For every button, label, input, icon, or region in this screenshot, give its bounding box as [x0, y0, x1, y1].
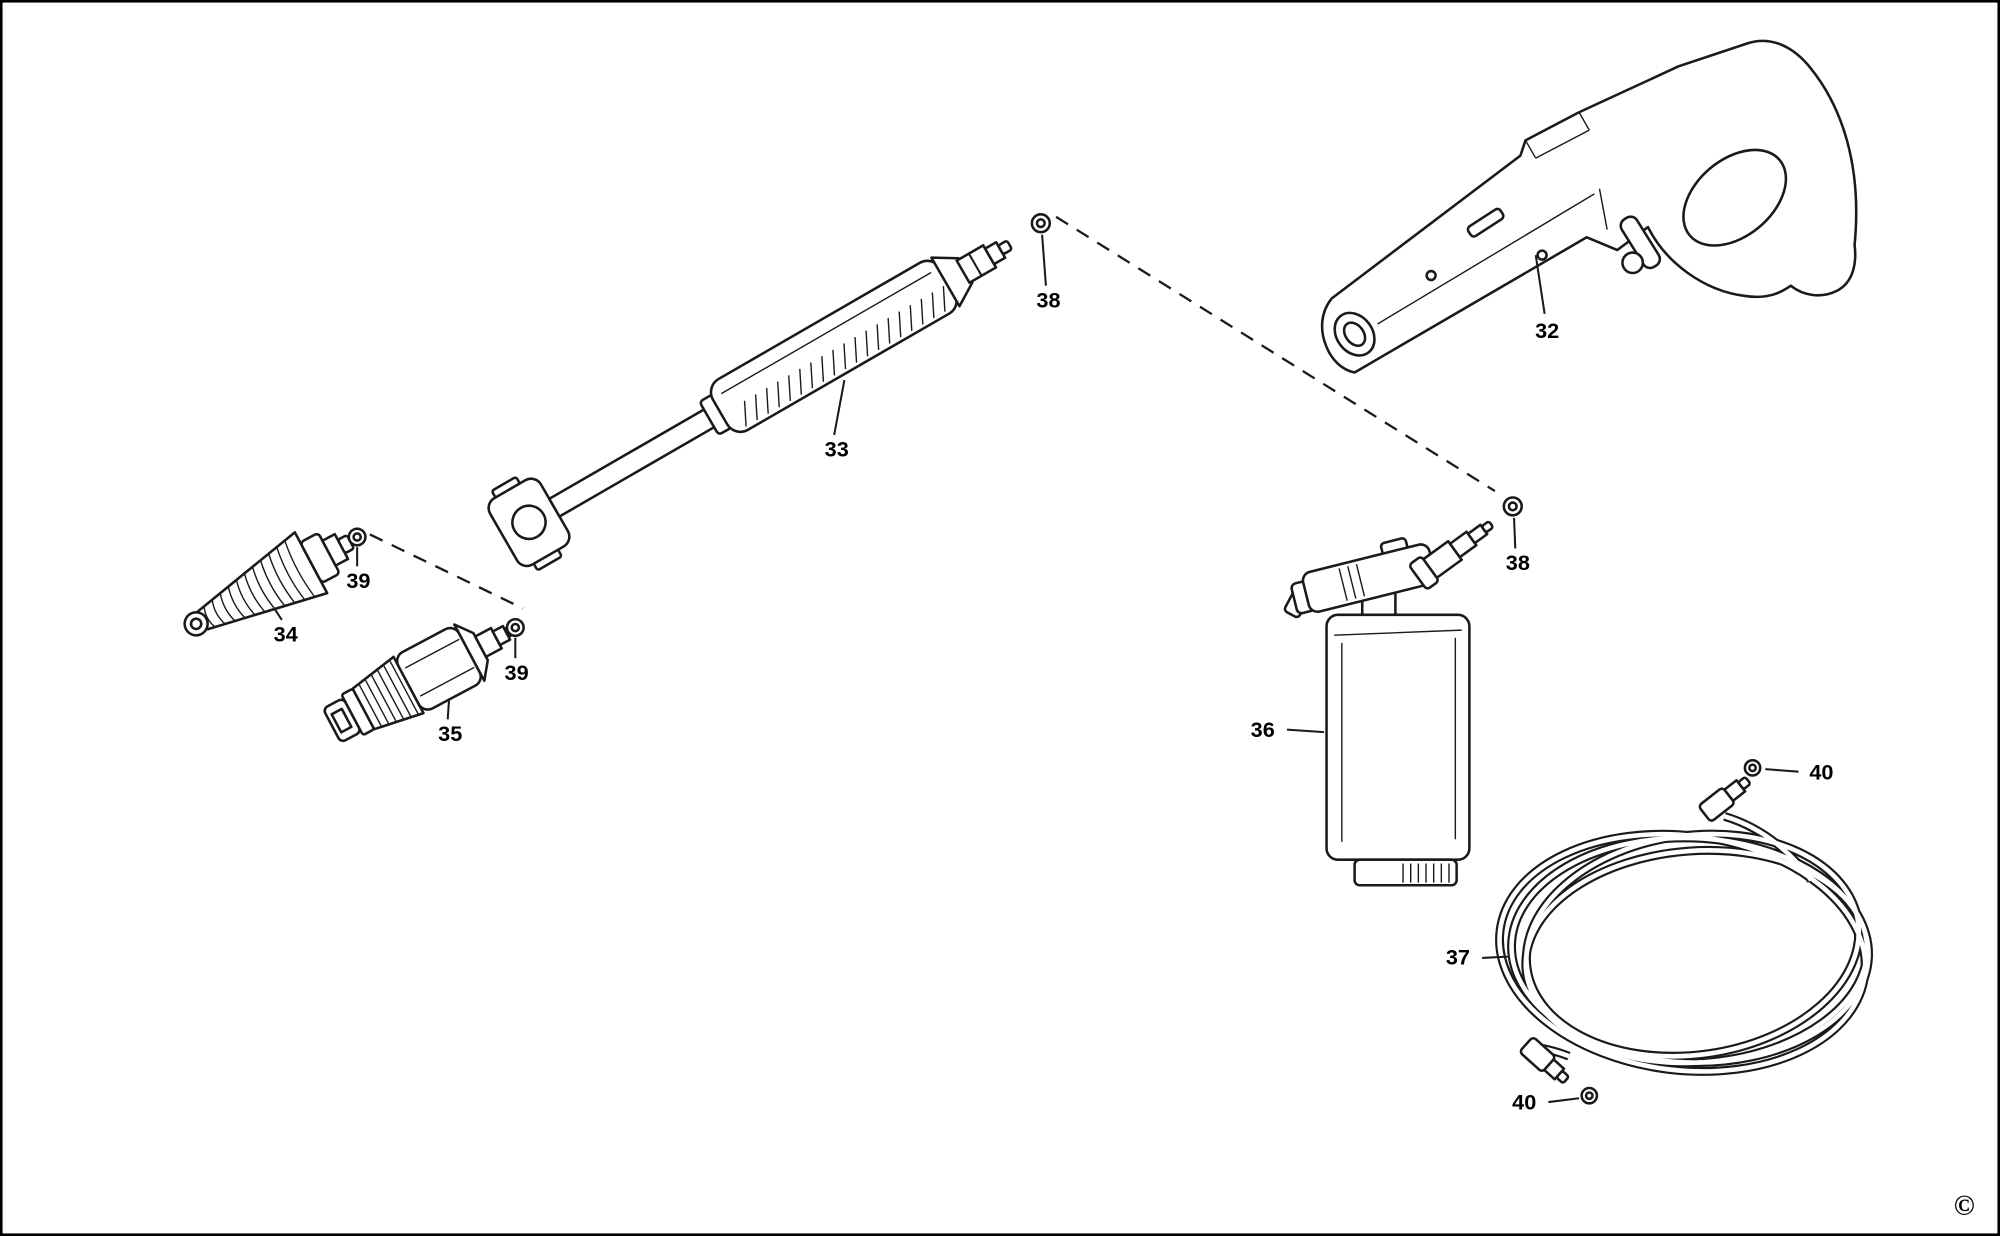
assembly-dashed-line-nozzle — [369, 533, 524, 610]
part-label-36: 36 — [1251, 717, 1275, 742]
o-ring-39-turbo — [347, 527, 367, 547]
o-ring-40-hose-bottom — [1580, 1086, 1599, 1105]
part-label-38-lance: 38 — [1036, 287, 1060, 312]
o-ring-38-bottle — [1502, 496, 1523, 517]
lance-illustration — [487, 240, 1013, 571]
assembly-dashed-line-lance-to-bottle — [1055, 215, 1496, 493]
part-label-40-top: 40 — [1809, 759, 1833, 784]
adjustable-nozzle-illustration — [323, 623, 516, 743]
part-label-39-turbo: 39 — [346, 568, 370, 593]
turbo-nozzle-illustration — [183, 531, 355, 637]
copyright-symbol: © — [1954, 1190, 1975, 1221]
part-label-33: 33 — [825, 437, 849, 462]
o-ring-40-hose-top — [1743, 758, 1762, 777]
part-label-35: 35 — [438, 721, 462, 746]
part-label-40-bottom: 40 — [1512, 1090, 1536, 1115]
hose-illustration — [1495, 776, 1874, 1084]
part-label-38-bottle: 38 — [1506, 550, 1530, 575]
o-ring-39-adjustable — [505, 618, 525, 638]
spray-gun-illustration — [1320, 39, 1858, 374]
part-label-32: 32 — [1535, 318, 1559, 343]
detergent-bottle-illustration — [1283, 520, 1494, 887]
leader-lines — [273, 234, 1799, 1104]
part-label-37: 37 — [1446, 944, 1470, 969]
o-ring-38-lance — [1030, 213, 1052, 234]
part-label-39-adjustable: 39 — [505, 660, 529, 685]
part-label-34: 34 — [274, 622, 298, 647]
